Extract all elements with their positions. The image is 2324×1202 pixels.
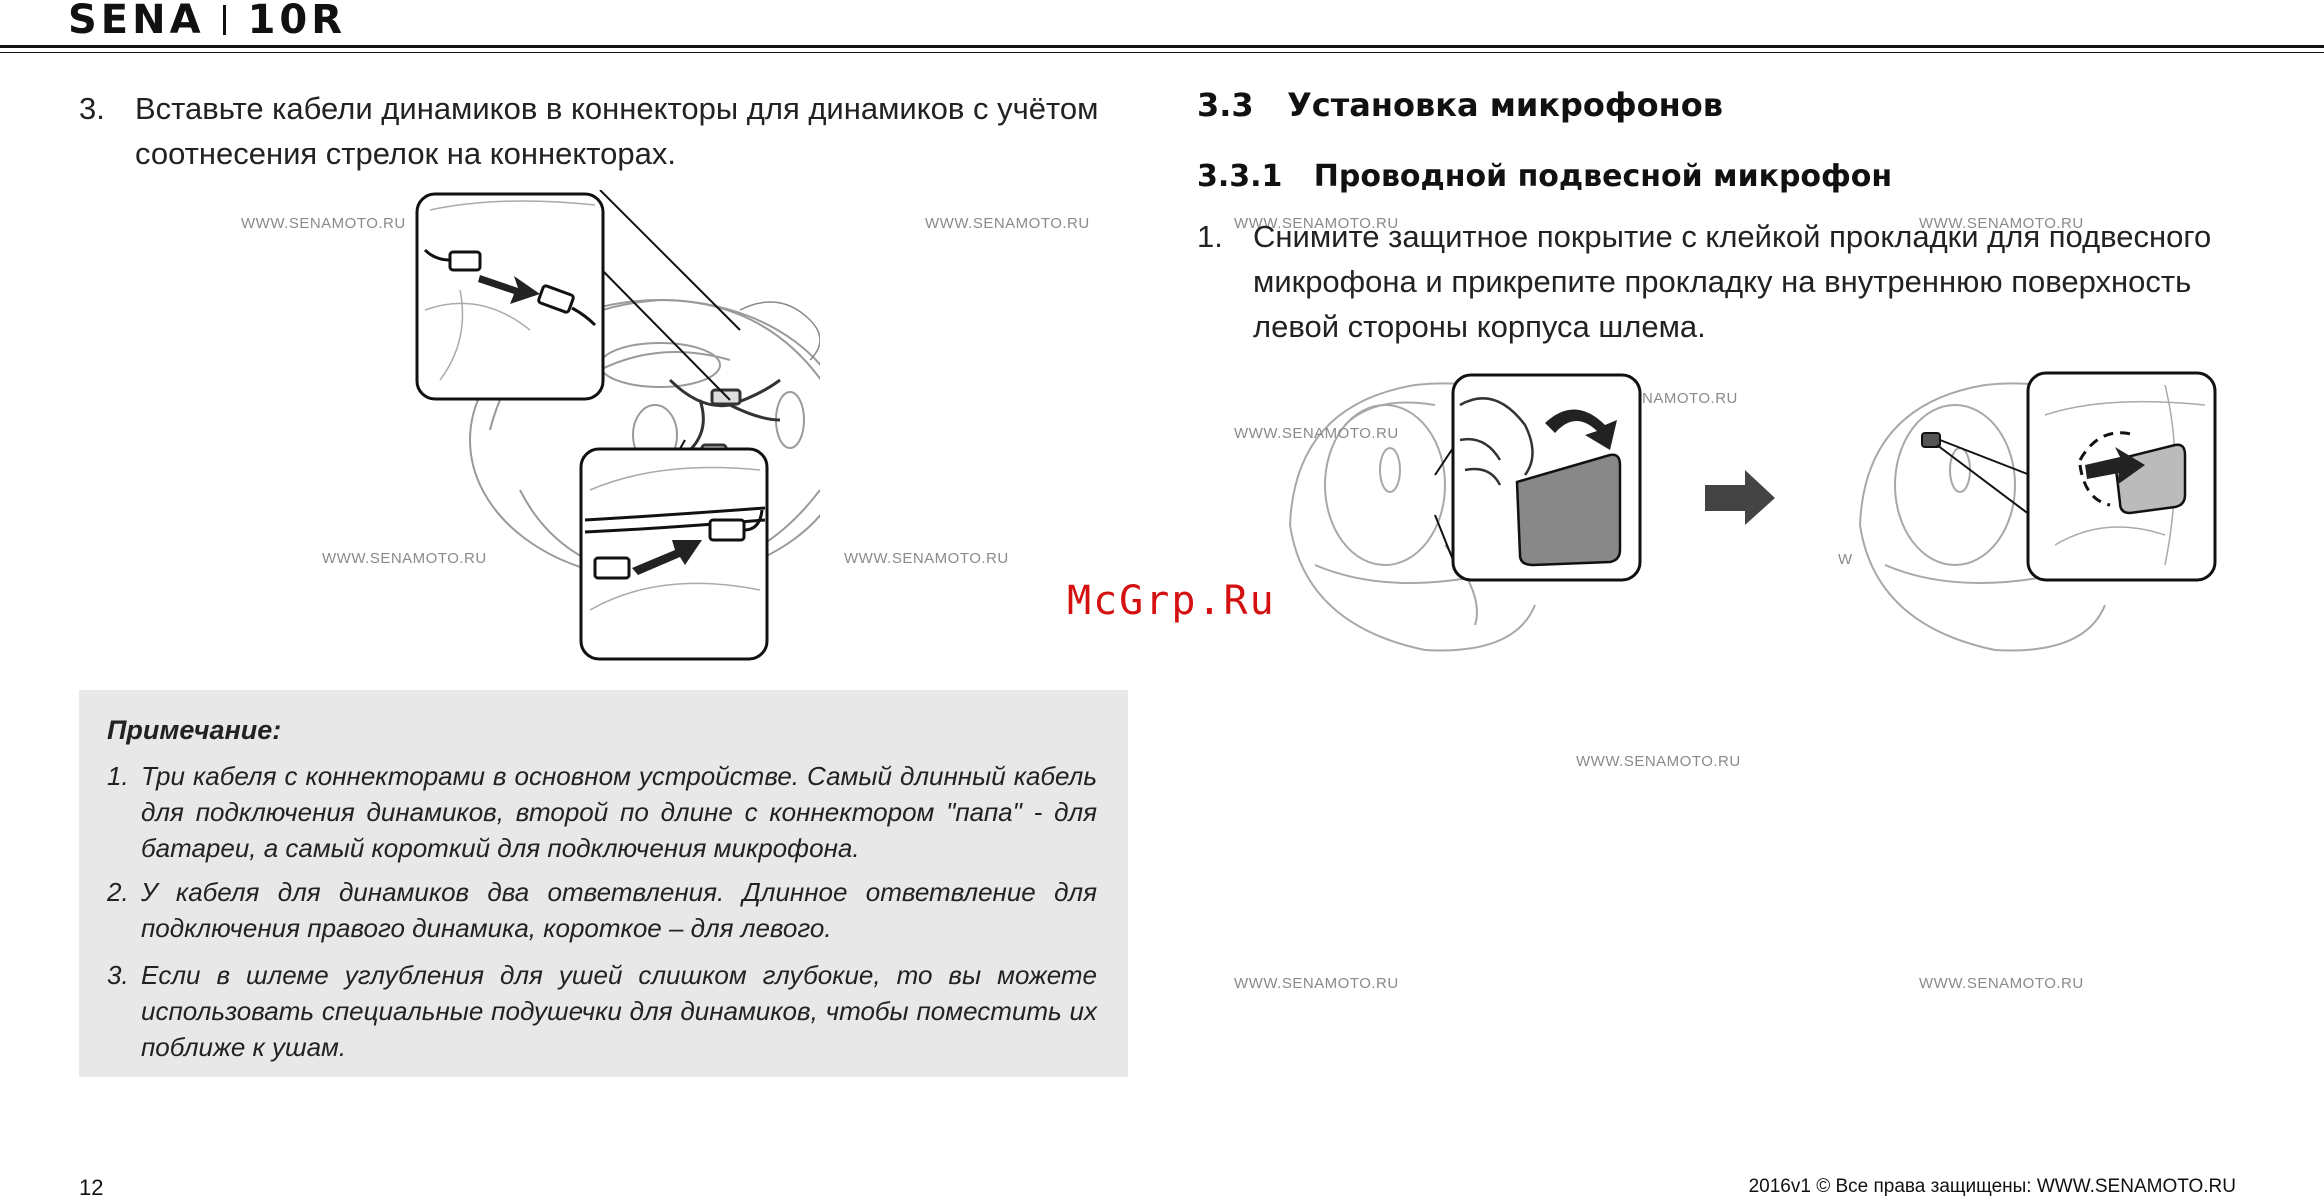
watermark: WWW.SENAMOTO.RU xyxy=(1234,425,1399,442)
watermark: WWW.SENAMOTO.RU xyxy=(1576,753,1741,770)
step-text-line-1: Снимите защитное покрытие с клейкой прок… xyxy=(1253,219,2212,254)
watermark-partial: W xyxy=(1838,551,1853,568)
subsection-title-text: 3.3.1 Проводной подвесной микрофон xyxy=(1197,159,1893,194)
site-watermark: McGrp.Ru xyxy=(1067,578,1276,624)
model-name: 10R xyxy=(247,0,347,43)
step-number: 3. xyxy=(79,91,105,126)
note-item-1: 1. Три кабеля с коннекторами в основном … xyxy=(107,758,1097,866)
step-text-line-2: соотнесения стрелок на коннекторах. xyxy=(135,136,676,171)
section-title: 3.3 Установка микрофонов xyxy=(1197,86,1723,124)
note-item-2: 2. У кабеля для динамиков два ответвлени… xyxy=(107,874,1097,946)
note-item-text: Если в шлеме углубления для ушей слишком… xyxy=(141,960,1097,1062)
step-text-line-2: микрофона и прикрепите прокладку на внут… xyxy=(1253,264,2192,299)
step-text-line-1: Вставьте кабели динамиков в коннекторы д… xyxy=(135,91,1099,126)
step-number: 1. xyxy=(1197,219,1223,254)
brand-name: SENA xyxy=(68,0,205,43)
watermark: WWW.SENAMOTO.RU xyxy=(322,550,487,567)
note-item-text: Три кабеля с коннекторами в основном уст… xyxy=(141,761,1097,863)
mic-pad-illustration xyxy=(1289,371,2217,652)
watermark: WWW.SENAMOTO.RU xyxy=(1919,215,2084,232)
watermark: WWW.SENAMOTO.RU xyxy=(241,215,406,232)
section-title-text: 3.3 Установка микрофонов xyxy=(1197,86,1723,124)
header-rule xyxy=(0,45,2324,48)
step-text-line-3: левой стороны корпуса шлема. xyxy=(1253,309,1706,344)
mic-step-1: 1. Снимите защитное покрытие с клейкой п… xyxy=(1197,214,2277,354)
note-box: Примечание: 1. Три кабеля с коннекторами… xyxy=(79,690,1128,1077)
note-title: Примечание: xyxy=(107,715,282,745)
install-step-3: 3. Вставьте кабели динамиков в коннектор… xyxy=(79,86,1139,181)
watermark-partial: NAMOTO.RU xyxy=(1642,390,1738,407)
speaker-connection-illustration xyxy=(415,190,820,661)
watermark: WWW.SENAMOTO.RU xyxy=(925,215,1090,232)
logo-divider xyxy=(222,5,226,35)
note-item-text: У кабеля для динамиков два ответвления. … xyxy=(141,877,1097,943)
watermark: WWW.SENAMOTO.RU xyxy=(1919,975,2084,992)
brand-logo: SENA 10R xyxy=(68,0,347,43)
subsection-title: 3.3.1 Проводной подвесной микрофон xyxy=(1197,159,1892,194)
page-number: 12 xyxy=(79,1175,104,1200)
header-rule-thin xyxy=(0,52,2324,53)
note-item-number: 2. xyxy=(107,877,129,907)
note-item-number: 3. xyxy=(107,960,129,990)
copyright: 2016v1 © Все права защищены: WWW.SENAMOT… xyxy=(1748,1176,2236,1197)
watermark: WWW.SENAMOTO.RU xyxy=(1234,215,1399,232)
note-item-number: 1. xyxy=(107,761,129,791)
watermark: WWW.SENAMOTO.RU xyxy=(844,550,1009,567)
watermark: WWW.SENAMOTO.RU xyxy=(1234,975,1399,992)
note-item-3: 3. Если в шлеме углубления для ушей слиш… xyxy=(107,957,1097,1065)
